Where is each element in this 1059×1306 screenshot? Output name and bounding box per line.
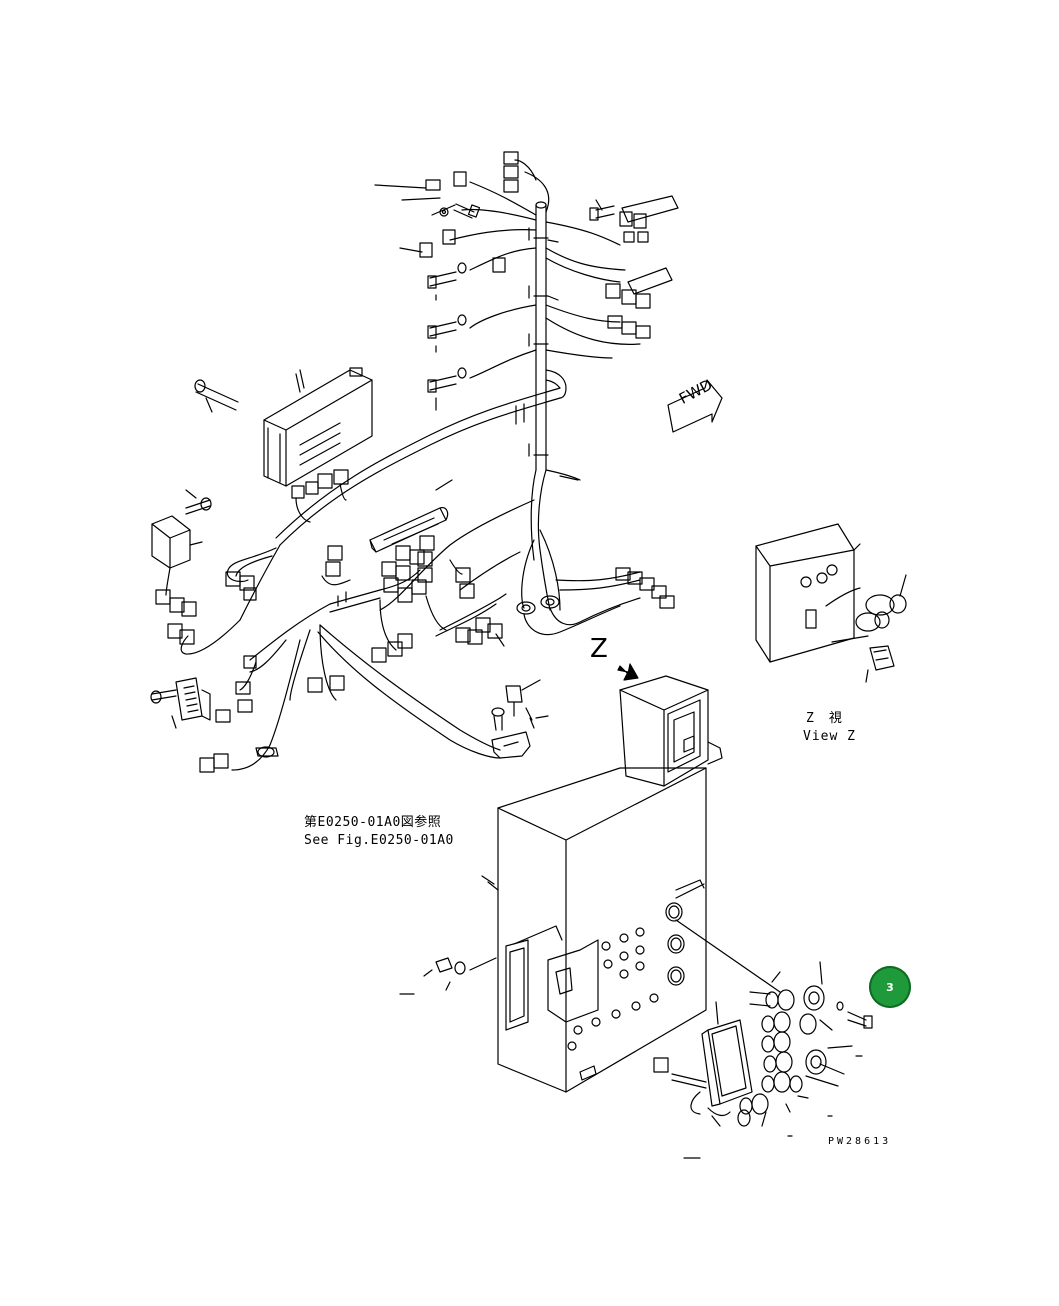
fwd-arrow-sign <box>667 379 723 433</box>
view-z-arrow <box>617 663 639 681</box>
view-z-jp-label: Z 視 <box>806 711 843 726</box>
cross-harness <box>239 369 581 621</box>
buzzer-relay <box>151 489 212 645</box>
left-harness-lines <box>180 547 501 773</box>
center-connectors <box>321 535 507 647</box>
lamp-socket <box>491 679 549 759</box>
main-enclosure <box>399 675 723 1093</box>
leader-lines <box>295 239 863 1159</box>
z-view-marker: Z <box>590 634 608 664</box>
callout-number: 3 <box>886 980 894 994</box>
reference-en-label: See Fig.E0250-01A0 <box>304 833 454 848</box>
main-harness-trunk <box>449 159 641 471</box>
switch-panel <box>653 919 873 1127</box>
controller-unit <box>194 367 373 523</box>
drawing-code: PW28613 <box>828 1136 892 1147</box>
callout-marker[interactable]: 3 <box>869 966 911 1008</box>
view-z-en-label: View Z <box>803 729 856 744</box>
top-connector-stack <box>419 151 519 273</box>
view-z-box <box>755 523 907 683</box>
reference-jp-label: 第E0250-01A0図参照 <box>304 815 442 830</box>
diode-connector <box>150 677 211 729</box>
fuse-block <box>369 479 453 553</box>
relays-right <box>589 195 679 339</box>
bolts-left <box>374 179 481 411</box>
right-harness-grommets <box>516 567 675 636</box>
